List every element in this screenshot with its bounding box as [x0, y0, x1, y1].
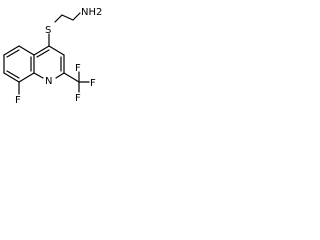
bond-c7-c8-double	[6, 70, 20, 79]
bond-c8-c8a	[18, 72, 35, 83]
sulfur-label: S	[45, 25, 51, 36]
bond-c5-c6	[3, 45, 20, 56]
bond-c7-c8	[3, 72, 20, 83]
bond-c4a-c5	[18, 45, 35, 56]
nitrogen-label: N	[45, 76, 52, 87]
cf3-f2-label: F	[90, 78, 96, 89]
bond-c5-c6-double	[6, 49, 20, 58]
bond-n-c8a	[33, 72, 44, 79]
cf3-f3-label: F	[75, 93, 81, 104]
bond-c4a-c4	[33, 45, 50, 56]
bond-c2-cf3	[63, 72, 80, 83]
fluoro-label: F	[15, 95, 21, 106]
amine-label: NH2	[81, 7, 102, 18]
bond-ch2-n	[72, 12, 81, 21]
chemical-structure-diagram: NH2 S N F F F F	[3, 7, 102, 106]
bond-c4a-c4-double	[36, 49, 50, 58]
bond-ch2-ch2	[61, 14, 74, 21]
cf3-f1-label: F	[75, 63, 81, 74]
bond-s-ch2	[54, 14, 63, 23]
bond-c2-n	[55, 72, 65, 79]
bond-c4-c3	[48, 45, 65, 56]
